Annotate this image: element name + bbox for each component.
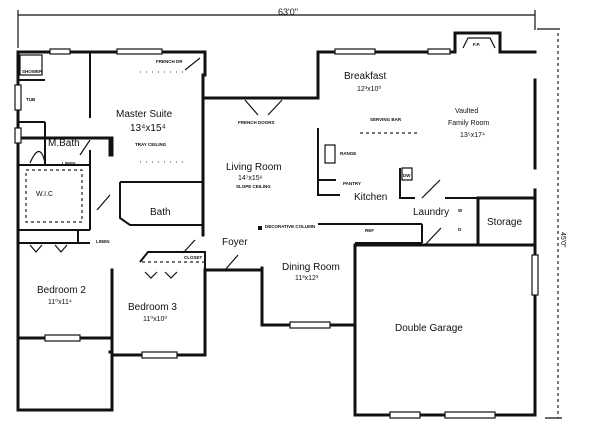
window <box>44 334 81 342</box>
bedroom2-size: 11⁰x11⁴ <box>48 298 72 306</box>
window <box>531 254 539 296</box>
wic-label: W.I.C <box>36 191 53 198</box>
french-doors-label: FRENCH DOORS <box>238 120 275 125</box>
garage-door <box>389 411 421 419</box>
interior-walls <box>18 52 479 270</box>
shower-label: SHOWER <box>22 69 43 74</box>
foyer-label: Foyer <box>222 237 248 248</box>
column-icon <box>258 226 262 230</box>
windows <box>14 48 539 419</box>
tub-label: TUB <box>26 97 36 102</box>
door-arc <box>29 150 46 164</box>
breakfast-size: 12³x10⁰ <box>357 85 381 93</box>
french-door-swing <box>244 99 259 116</box>
french-door-swing <box>184 57 201 71</box>
linen-mbath-label: LINEN <box>62 161 76 166</box>
window <box>49 48 71 55</box>
bedroom3-label: Bedroom 3 <box>128 302 177 313</box>
door-swing <box>96 194 111 211</box>
doors <box>29 57 442 279</box>
fireplace-label: F.P. <box>473 42 480 47</box>
living-room-size: 14⁷x15⁶ <box>238 175 263 182</box>
master-suite-label: Master Suite <box>116 109 173 120</box>
dimension-lines <box>17 10 562 419</box>
french-door-swing <box>267 99 283 116</box>
window <box>116 48 163 55</box>
window <box>14 84 22 111</box>
kitchen-label: Kitchen <box>354 192 387 203</box>
range-icon <box>324 144 336 164</box>
pantry-label: PANTRY <box>343 181 361 186</box>
storage-label: Storage <box>487 217 522 228</box>
front-door-swing <box>224 254 239 271</box>
master-suite-size: 13⁴x15⁴ <box>130 123 166 134</box>
bedroom2-label: Bedroom 2 <box>37 285 86 296</box>
dryer-label: D <box>458 227 462 232</box>
door-swing <box>424 227 442 246</box>
refrigerator-label: REF <box>365 228 374 233</box>
m-bath-label: M.Bath <box>48 138 80 149</box>
linen-hall-label: LINEN <box>96 239 110 244</box>
living-room-note: SLOPE CEILING <box>236 184 271 189</box>
family-room-label: Family Room <box>448 120 489 127</box>
family-room-size: 13⁵x17⁴ <box>460 132 485 139</box>
door-swing <box>79 139 91 156</box>
french-dr-label: FRENCH DR <box>156 59 183 64</box>
family-room-vaulted-label: Vaulted <box>455 108 478 115</box>
serving-bar-label: SERVING BAR <box>370 117 402 122</box>
window <box>427 48 451 55</box>
window <box>334 48 376 55</box>
depth-dimension-label: 45'0" <box>559 232 566 248</box>
range-label: RANGE <box>340 151 356 156</box>
door-swing <box>182 239 196 254</box>
column-label: DECORATIVE COLUMN <box>265 224 315 229</box>
closet-doors <box>144 271 178 279</box>
closet-label: CLOSET <box>184 255 203 260</box>
master-suite-note: TRAY CEILING <box>135 142 167 147</box>
fixtures <box>19 37 496 230</box>
washer-label: W <box>458 208 463 213</box>
garage-door <box>444 411 496 419</box>
window <box>289 321 331 329</box>
living-room-label: Living Room <box>226 162 282 173</box>
window <box>14 127 22 144</box>
dishwasher-icon <box>401 167 413 181</box>
dishwasher-label: DW <box>403 173 411 178</box>
width-dimension-label: 63'0" <box>278 7 298 17</box>
shower-icon <box>19 54 43 76</box>
dining-room-size: 11³x12³ <box>295 275 319 282</box>
door-swing <box>421 179 441 199</box>
dining-room-label: Dining Room <box>282 262 340 273</box>
breakfast-label: Breakfast <box>344 71 386 82</box>
bedroom3-size: 11⁰x10⁰ <box>143 315 167 323</box>
window <box>141 351 178 359</box>
closet-doors <box>29 244 68 253</box>
bath-label: Bath <box>150 207 171 218</box>
garage-label: Double Garage <box>395 323 463 334</box>
fireplace-icon <box>462 37 496 49</box>
laundry-label: Laundry <box>413 207 449 218</box>
